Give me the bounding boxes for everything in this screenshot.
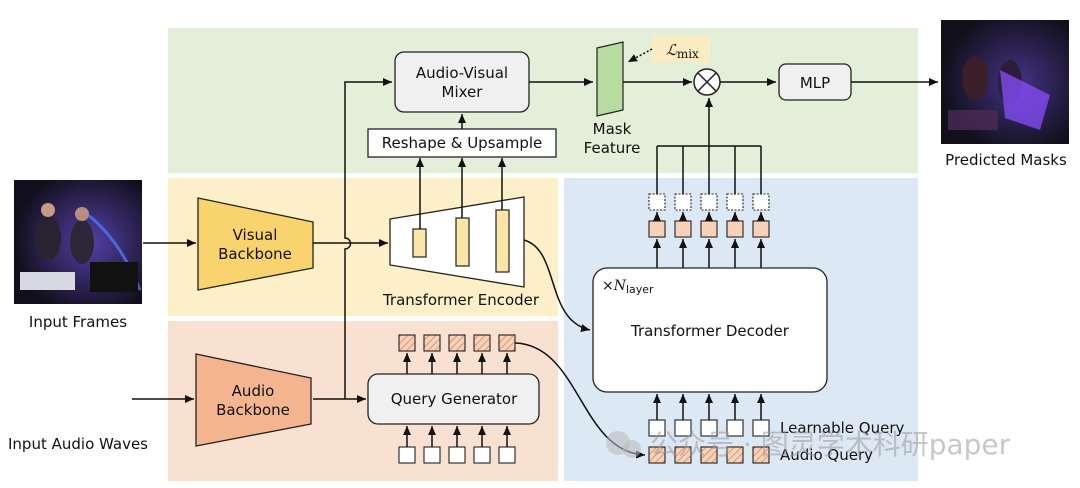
input-frames-image	[14, 180, 142, 304]
audio-queries-generated	[398, 334, 516, 352]
mask-feature	[596, 41, 624, 117]
audio-backbone	[195, 353, 312, 447]
n-layer-label: ×Nlayer	[602, 278, 654, 296]
reshape-upsample-label: Reshape & Upsample	[382, 134, 543, 152]
multiply-op	[693, 68, 721, 96]
query-generator-inputs	[398, 446, 516, 464]
loss-mix-label: ℒmix	[666, 41, 699, 61]
mask-feature-label-1: Mask	[593, 120, 632, 138]
visual-backbone	[197, 197, 314, 291]
learnable-queries	[648, 419, 770, 437]
transformer-decoder-box	[592, 267, 828, 393]
mlp-text: MLP	[800, 74, 830, 92]
transformer-decoder-label: Transformer Decoder	[630, 322, 790, 340]
audio-queries-decoder	[648, 446, 770, 464]
av-mixer-box	[394, 51, 530, 113]
visual-backbone-label-2: Backbone	[218, 245, 292, 263]
transformer-encoder-label: Transformer Encoder	[382, 291, 540, 309]
learnable-query-label: Learnable Query	[780, 419, 905, 437]
reshape-upsample-box	[367, 128, 557, 158]
loss-mix-box	[652, 36, 710, 62]
encoder-feature-2	[455, 217, 470, 267]
encoder-feature-1	[412, 228, 427, 258]
audio-backbone-label-2: Backbone	[216, 401, 290, 419]
visual-backbone-label-1: Visual	[233, 226, 278, 244]
predicted-masks-image	[941, 20, 1069, 144]
query-generator-label: Query Generator	[391, 390, 518, 408]
av-mixer-label-2: Mixer	[442, 83, 484, 101]
input-audio-waveform	[30, 376, 128, 422]
mask-feature-label-2: Feature	[584, 139, 641, 157]
encoder-feature-3	[495, 209, 510, 273]
av-mixer-label-1: Audio-Visual	[416, 64, 508, 82]
audio-backbone-label-1: Audio	[232, 382, 275, 400]
watermark-text: 公众号 · 图灵学术科研paper	[650, 428, 1011, 461]
watermark: 公众号 · 图灵学术科研paper	[606, 428, 1011, 461]
input-frames-label: Input Frames	[29, 313, 127, 331]
query-generator-box	[367, 373, 540, 425]
input-audio-label: Input Audio Waves	[8, 435, 148, 453]
decoder-output-queries	[648, 193, 770, 211]
decoder-output-embeddings	[648, 220, 770, 238]
predicted-masks-label: Predicted Masks	[945, 151, 1067, 169]
audio-query-label: Audio Query	[780, 446, 873, 464]
